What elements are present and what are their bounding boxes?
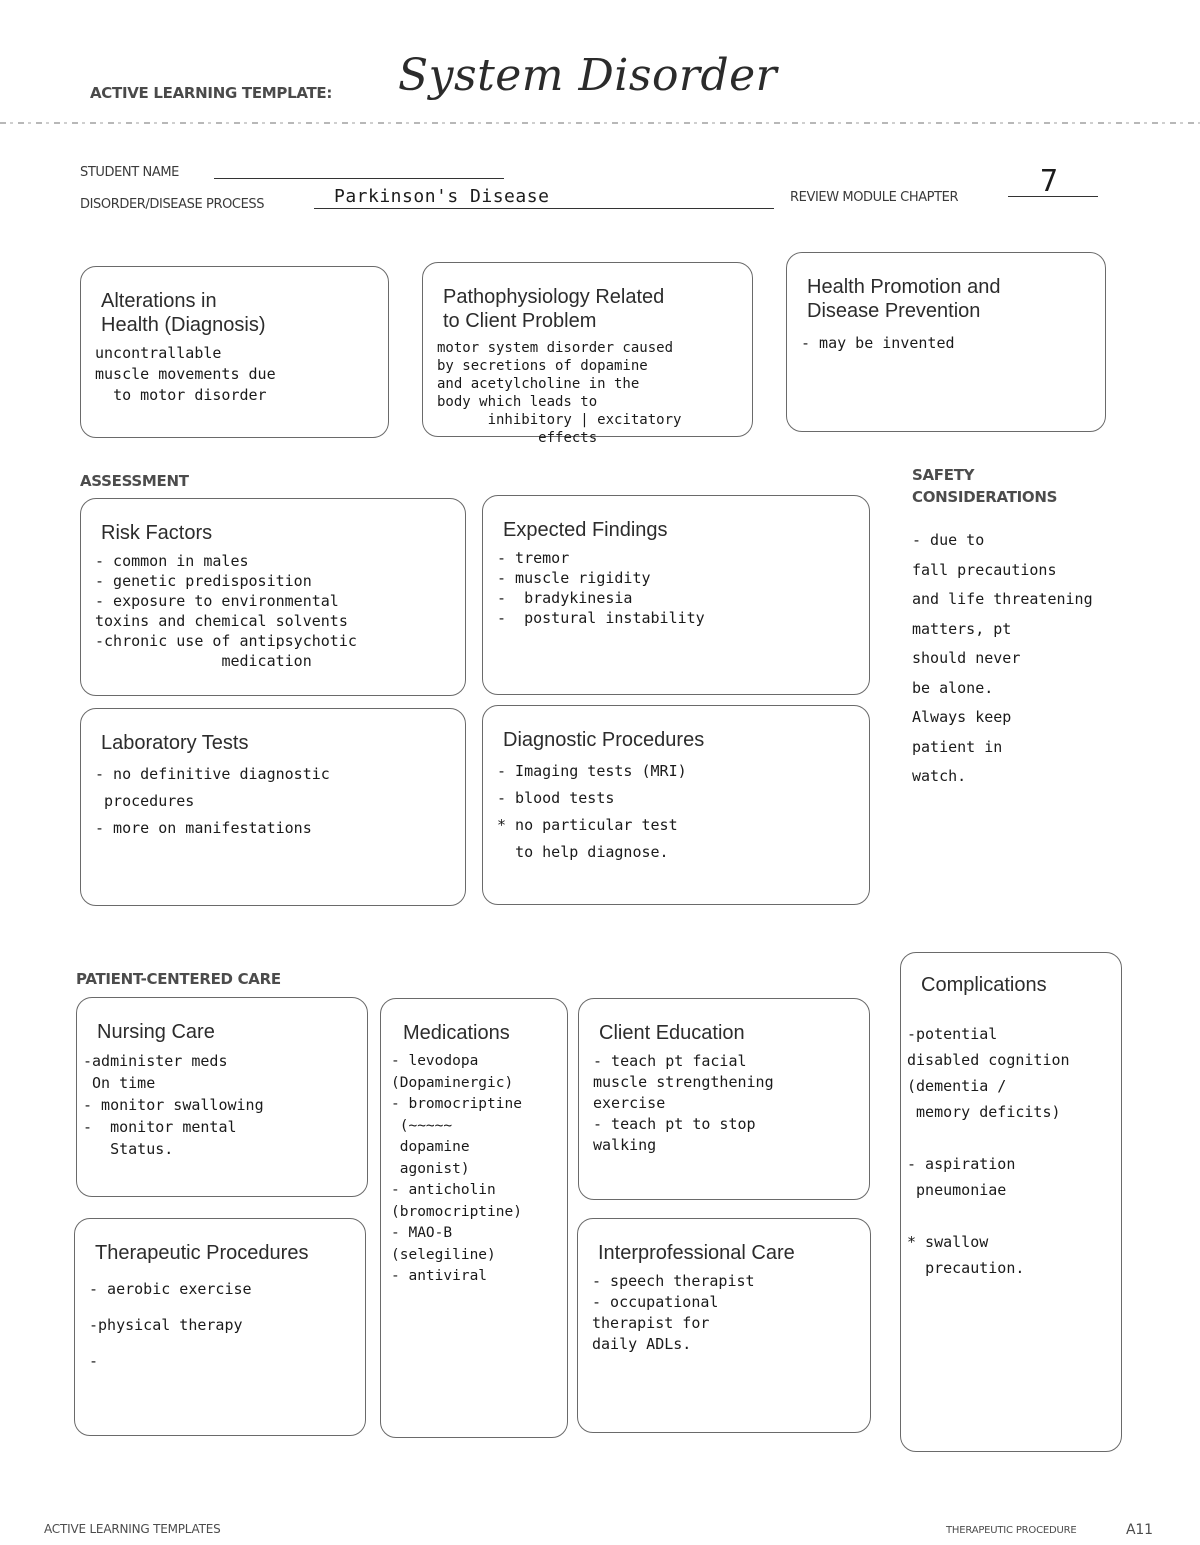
nursing-care-box: Nursing Care -administer meds On time - …: [76, 997, 368, 1197]
page-number: A11: [1126, 1522, 1153, 1538]
complications-title: Complications: [921, 974, 1047, 996]
expected-findings-box: Expected Findings - tremor - muscle rigi…: [482, 495, 870, 695]
risk-factors-title: Risk Factors: [101, 522, 213, 544]
risk-factors-box: Risk Factors - common in males - genetic…: [80, 498, 466, 696]
footer-section: THERAPEUTIC PROCEDURE: [946, 1525, 1077, 1536]
alterations-title: Alterations in Health (Diagnosis): [101, 290, 266, 336]
diagnostic-procedures-text[interactable]: - Imaging tests (MRI) - blood tests * no…: [497, 762, 687, 861]
disorder-value: Parkinson's Disease: [334, 186, 550, 207]
expected-findings-text[interactable]: - tremor - muscle rigidity - bradykinesi…: [497, 549, 705, 627]
nursing-care-title: Nursing Care: [97, 1021, 215, 1043]
laboratory-tests-box: Laboratory Tests - no definitive diagnos…: [80, 708, 466, 906]
complications-box: Complications -potential disabled cognit…: [900, 952, 1122, 1452]
health-promotion-title: Health Promotion and Disease Prevention: [807, 276, 1001, 322]
template-label: ACTIVE LEARNING TEMPLATE:: [90, 84, 333, 102]
safety-heading: SAFETY CONSIDERATIONS: [912, 466, 1058, 506]
chapter-value: 7: [1040, 164, 1059, 199]
alterations-box: Alterations in Health (Diagnosis) uncont…: [80, 266, 389, 438]
header-divider: [0, 122, 1200, 124]
alterations-text[interactable]: uncontrallable muscle movements due to m…: [95, 344, 276, 404]
laboratory-tests-text[interactable]: - no definitive diagnostic procedures - …: [95, 765, 330, 837]
pathophysiology-title: Pathophysiology Related to Client Proble…: [443, 286, 665, 332]
patient-centered-care-heading: PATIENT-CENTERED CARE: [76, 970, 281, 988]
client-education-text[interactable]: - teach pt facial muscle strengthening e…: [593, 1052, 774, 1154]
interprofessional-care-title: Interprofessional Care: [598, 1242, 795, 1264]
therapeutic-procedures-text[interactable]: - aerobic exercise -physical therapy -: [89, 1280, 252, 1370]
interprofessional-care-box: Interprofessional Care - speech therapis…: [577, 1218, 871, 1433]
complications-text[interactable]: -potential disabled cognition (dementia …: [907, 1025, 1070, 1277]
client-education-box: Client Education - teach pt facial muscl…: [578, 998, 870, 1200]
therapeutic-procedures-title: Therapeutic Procedures: [95, 1242, 309, 1264]
pathophysiology-box: Pathophysiology Related to Client Proble…: [422, 262, 753, 446]
chapter-label: REVIEW MODULE CHAPTER: [790, 190, 959, 205]
chapter-field[interactable]: 7: [1008, 167, 1098, 197]
disorder-field[interactable]: Parkinson's Disease: [314, 186, 774, 209]
footer-left: ACTIVE LEARNING TEMPLATES: [44, 1522, 221, 1536]
laboratory-tests-title: Laboratory Tests: [101, 732, 249, 754]
medications-box: Medications - levodopa (Dopaminergic) - …: [380, 998, 568, 1438]
interprofessional-care-text[interactable]: - speech therapist - occupational therap…: [592, 1272, 755, 1353]
student-name-label: STUDENT NAME: [80, 165, 179, 180]
medications-title: Medications: [403, 1022, 510, 1044]
expected-findings-title: Expected Findings: [503, 519, 668, 541]
health-promotion-box: Health Promotion and Disease Prevention …: [786, 252, 1106, 432]
diagnostic-procedures-title: Diagnostic Procedures: [503, 729, 705, 751]
page-title: System Disorder: [398, 50, 778, 101]
pathophysiology-text[interactable]: motor system disorder caused by secretio…: [437, 340, 682, 446]
client-education-title: Client Education: [599, 1022, 745, 1044]
nursing-care-text[interactable]: -administer meds On time - monitor swall…: [83, 1052, 264, 1158]
medications-text[interactable]: - levodopa (Dopaminergic) - bromocriptin…: [391, 1053, 522, 1284]
risk-factors-text[interactable]: - common in males - genetic predispositi…: [95, 552, 357, 670]
health-promotion-text[interactable]: - may be invented: [801, 334, 955, 352]
assessment-heading: ASSESSMENT: [80, 472, 189, 490]
student-name-field[interactable]: [214, 178, 504, 179]
safety-text[interactable]: - due to fall precautions and life threa…: [912, 531, 1093, 785]
disorder-label: DISORDER/DISEASE PROCESS: [80, 197, 265, 212]
diagnostic-procedures-box: Diagnostic Procedures - Imaging tests (M…: [482, 705, 870, 905]
therapeutic-procedures-box: Therapeutic Procedures - aerobic exercis…: [74, 1218, 366, 1436]
